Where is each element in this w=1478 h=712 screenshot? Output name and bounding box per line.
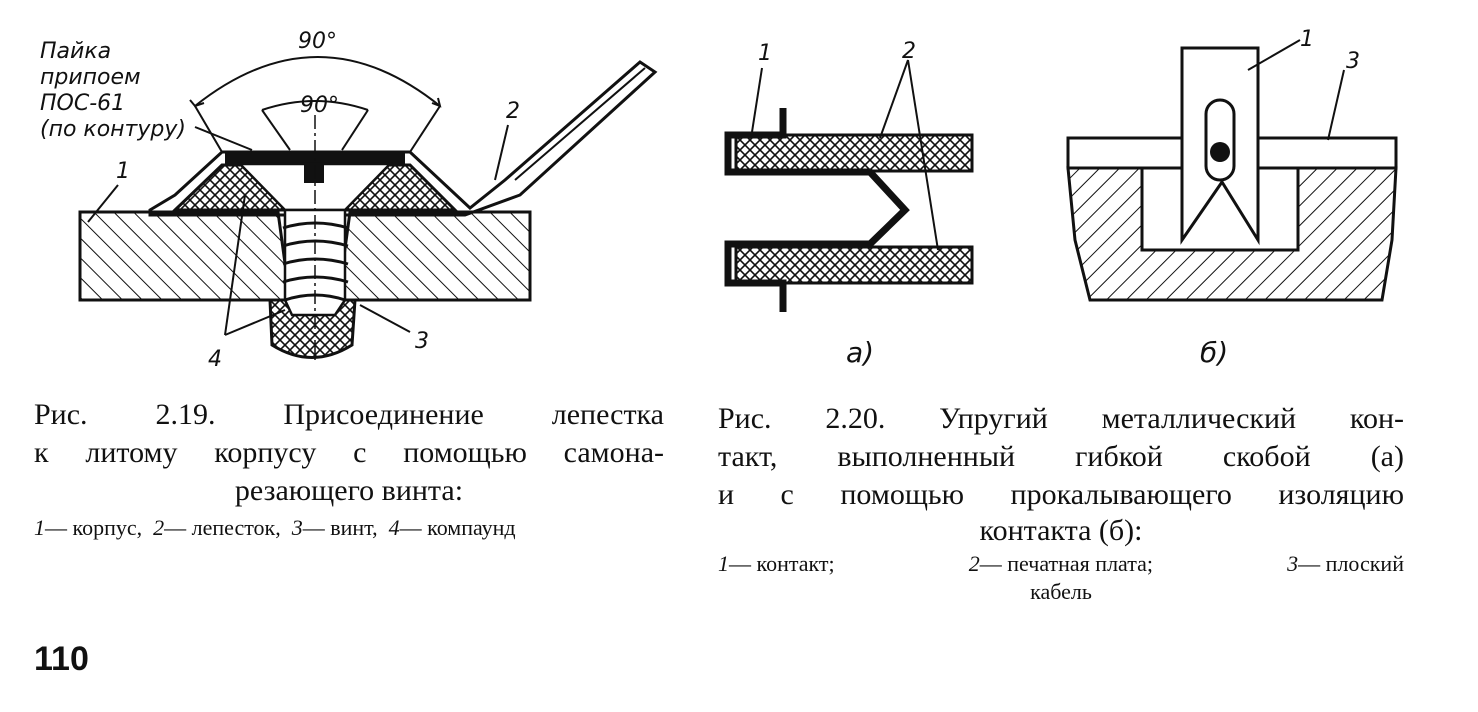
fig219-label-3: 3: [415, 329, 429, 354]
legend-text: — компаунд: [399, 515, 516, 540]
fig220-caption-line1: Рис. 2.20. Упругий металлический кон-: [718, 402, 1404, 435]
fig219-label-2: 2: [506, 99, 520, 124]
housing-body-right: [336, 210, 532, 302]
sub-label-b: б): [1200, 336, 1228, 369]
bracket-contact: [724, 108, 910, 312]
fig220-caption-line2: такт, выполненный гибкой скобой (а): [718, 440, 1404, 473]
legend-text: — корпус,: [45, 515, 143, 540]
legend-text: — контакт;: [729, 551, 835, 576]
solder-note-line3: ПОС-61: [40, 91, 125, 116]
legend-num: 2: [153, 515, 165, 540]
housing-body: [78, 210, 292, 302]
solder-note-line4: (по контуру): [40, 117, 186, 142]
figure-2-20b-drawing: 1 3 б): [1066, 27, 1398, 369]
legend-num: 2: [968, 551, 980, 576]
legend-num: 4: [388, 515, 400, 540]
fig219-legend: 1— корпус, 2— лепесток, 3— винт, 4— комп…: [34, 514, 674, 542]
angle-outer-label: 90°: [298, 29, 337, 54]
fig219-label-1: 1: [116, 159, 130, 184]
fig220-legend-line2: кабель: [1030, 579, 1092, 604]
fig220a-label-1: 1: [758, 41, 772, 66]
angle-inner-label: 90°: [300, 93, 339, 118]
legend-text: — печатная плата;: [979, 551, 1154, 576]
fig219-caption-line2: к литому корпусу с помощью самона-: [34, 436, 664, 469]
fig220-legend-line1: 1— контакт; 2— печатная плата; 3— плоски…: [718, 550, 1404, 578]
page-number: 110: [34, 640, 89, 678]
legend-num: 1: [718, 551, 729, 576]
solder-note-line1: Пайка: [40, 39, 111, 64]
board-bottom: [734, 245, 974, 285]
legend-entry: 2— печатная плата;: [969, 550, 1153, 578]
figure-2-19-drawing: Пайка припоем ПОС-61 (по контуру) 90° 90…: [40, 29, 658, 372]
fig220b-label-3: 3: [1346, 49, 1360, 74]
fig219-label-4: 4: [208, 347, 222, 372]
legend-text: — плоский: [1298, 551, 1404, 576]
legend-entry: 3— плоский: [1287, 550, 1404, 578]
legend-entry: 1— контакт;: [718, 550, 835, 578]
fig219-caption-line3: резающего винта:: [234, 474, 464, 507]
legend-text: — лепесток,: [164, 515, 281, 540]
fig219-caption-line1: Рис. 2.19. Присоединение лепестка: [34, 398, 664, 431]
board-top: [734, 133, 974, 173]
sub-label-a: а): [846, 336, 874, 369]
solder-note-line2: припоем: [40, 65, 141, 90]
legend-num: 1: [34, 515, 45, 540]
fig220-caption-line4: контакта (б):: [979, 514, 1143, 547]
legend-num: 3: [1287, 551, 1299, 576]
legend-num: 3: [291, 515, 303, 540]
fig220a-label-2: 2: [902, 39, 916, 64]
petal-plate: [148, 60, 658, 217]
fig220-caption-line3: и с помощью прокалывающего изоляцию: [718, 478, 1404, 511]
figure-2-20a-drawing: 1 2 а): [724, 39, 974, 369]
fig220b-label-1: 1: [1300, 27, 1314, 52]
legend-text: — винт,: [302, 515, 378, 540]
